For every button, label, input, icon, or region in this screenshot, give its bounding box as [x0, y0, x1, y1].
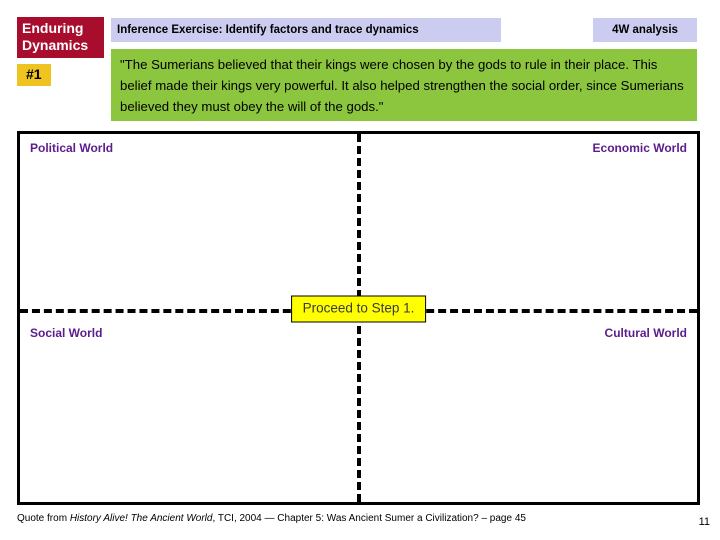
exercise-title-bar: Inference Exercise: Identify factors and…: [111, 18, 501, 42]
citation-prefix: Quote from: [17, 513, 70, 524]
page-number: 11: [698, 516, 710, 528]
four-worlds-quadrant-frame: Political World Economic World Social Wo…: [17, 131, 700, 505]
brand-title: Enduring Dynamics: [17, 17, 104, 58]
brand-title-line-1: Enduring: [22, 20, 84, 36]
proceed-to-step-1-button[interactable]: Proceed to Step 1.: [290, 295, 427, 323]
footer-citation: Quote from History Alive! The Ancient Wo…: [17, 512, 526, 525]
quadrant-label-cultural-world: Cultural World: [604, 326, 687, 340]
quadrant-label-social-world: Social World: [30, 326, 103, 340]
brand-title-line-2: Dynamics: [22, 37, 89, 53]
citation-suffix: , TCI, 2004 — Chapter 5: Was Ancient Sum…: [212, 513, 526, 524]
brand-block: Enduring Dynamics #1: [17, 17, 104, 86]
source-quote-box: "The Sumerians believed that their kings…: [111, 49, 697, 121]
quadrant-label-economic-world: Economic World: [592, 141, 687, 155]
analysis-type-badge: 4W analysis: [593, 18, 697, 42]
quadrant-label-political-world: Political World: [30, 141, 114, 155]
citation-source-title: History Alive! The Ancient World: [69, 513, 213, 524]
brand-number-badge: #1: [17, 64, 51, 86]
